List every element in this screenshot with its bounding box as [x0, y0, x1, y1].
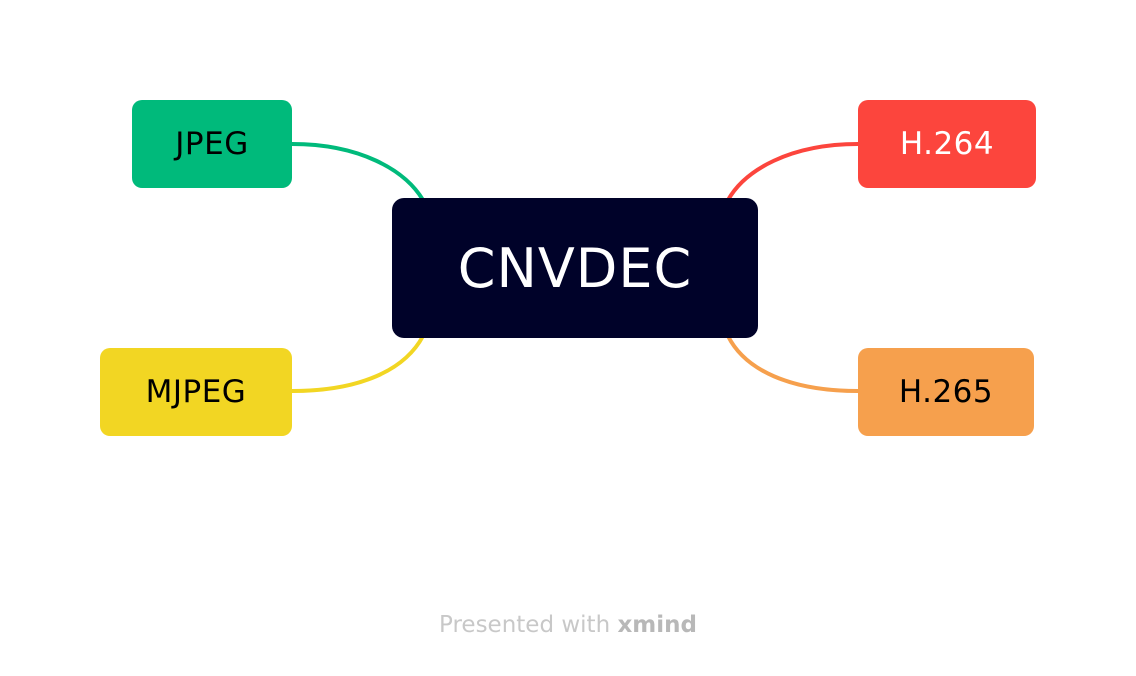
topic-mjpeg-label: MJPEG: [145, 374, 247, 410]
topic-h265[interactable]: H.265: [858, 348, 1034, 436]
topic-h265-label: H.265: [898, 374, 994, 410]
topic-jpeg[interactable]: JPEG: [132, 100, 292, 188]
connector-mjpeg: [290, 334, 425, 393]
connector-jpeg: [290, 142, 425, 202]
topic-jpeg-label: JPEG: [175, 126, 249, 162]
topic-h264[interactable]: H.264: [858, 100, 1036, 188]
topic-h264-label: H.264: [899, 126, 995, 162]
xmind-brand: xmind: [617, 612, 697, 638]
connector-h264: [726, 142, 860, 202]
central-topic[interactable]: CNVDEC: [392, 198, 758, 338]
central-topic-label: CNVDEC: [457, 236, 693, 300]
footer-prefix: Presented with: [439, 612, 611, 638]
connector-h265: [726, 334, 860, 393]
presented-with-footer: Presented with xmind: [0, 612, 1136, 638]
topic-mjpeg[interactable]: MJPEG: [100, 348, 292, 436]
